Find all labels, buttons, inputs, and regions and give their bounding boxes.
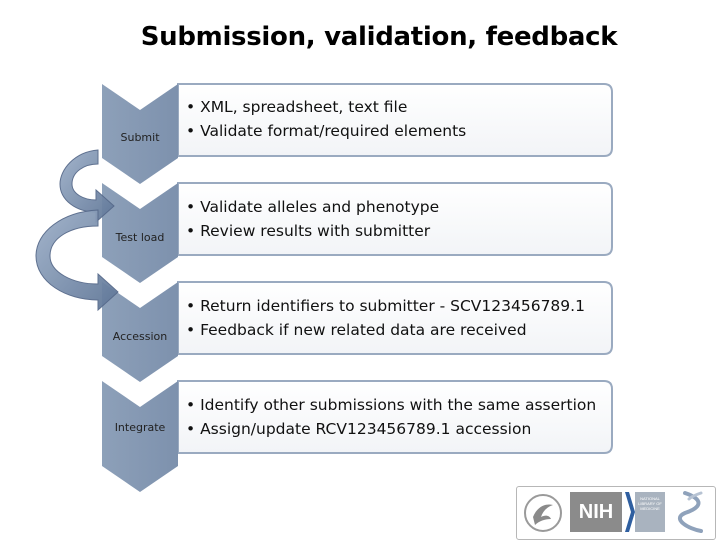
nih-chevron-icon	[625, 492, 635, 532]
stage-chevron-accession	[102, 282, 178, 382]
stage-label-integrate: Integrate	[114, 421, 166, 434]
nlm-logo: NATIONAL LIBRARY OF MEDICINE	[635, 492, 665, 532]
agency-logos: NIH NATIONAL LIBRARY OF MEDICINE	[516, 486, 716, 540]
stage-chevron-submit	[102, 84, 178, 184]
feedback-arrow-upper	[59, 149, 115, 224]
stage-text-test-load: • Validate alleles and phenotype • Revie…	[186, 195, 606, 243]
bullet-item: • Identify other submissions with the sa…	[186, 396, 597, 414]
stage-label-test-load: Test load	[115, 231, 165, 244]
stage-text-integrate: • Identify other submissions with the sa…	[186, 393, 606, 441]
hhs-eagle-icon	[524, 494, 562, 532]
nih-logo: NIH	[570, 492, 622, 532]
bullet-item: • Validate alleles and phenotype	[186, 198, 440, 216]
bullet-item: • Validate format/required elements	[186, 122, 467, 140]
stage-box-accession	[177, 281, 613, 355]
stage-text-submit: • XML, spreadsheet, text file • Validate…	[186, 95, 606, 143]
bullet-item: • Return identifiers to submitter - SCV1…	[186, 297, 585, 315]
stage-label-accession: Accession	[112, 330, 168, 343]
stage-box-submit	[177, 83, 613, 157]
dna-helix-icon	[677, 491, 703, 533]
bullet-item: • Feedback if new related data are recei…	[186, 321, 527, 339]
stage-chevron-integrate	[102, 381, 178, 492]
bullet-item: • XML, spreadsheet, text file	[186, 98, 408, 116]
bullet-item: • Review results with submitter	[186, 222, 431, 240]
page-title: Submission, validation, feedback	[140, 22, 618, 52]
stage-box-integrate	[177, 380, 613, 454]
stage-text-accession: • Return identifiers to submitter - SCV1…	[186, 294, 606, 342]
stage-box-test-load	[177, 182, 613, 256]
stage-label-submit: Submit	[120, 131, 160, 144]
feedback-arrow-lower	[35, 209, 119, 312]
stage-chevron-test-load	[102, 183, 178, 283]
bullet-item: • Assign/update RCV123456789.1 accession	[186, 420, 532, 438]
